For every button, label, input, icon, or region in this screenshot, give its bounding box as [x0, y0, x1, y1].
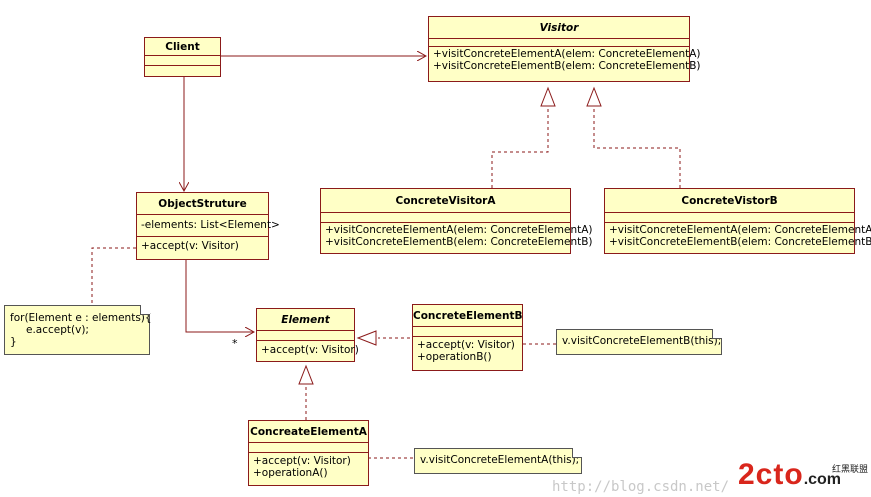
watermark-url: http://blog.csdn.net/	[552, 479, 730, 495]
element-operations: +accept(v: Visitor)	[257, 341, 359, 357]
operation: +visitConcreteElementA(elem: ConcreteEle…	[609, 224, 871, 236]
loop-note-connector	[91, 247, 136, 305]
concrete-element-b-operations: +accept(v: Visitor) +operationB()	[413, 337, 522, 364]
note-line: v.visitConcreteElementB(this);	[562, 335, 722, 347]
operation: +accept(v: Visitor)	[253, 455, 351, 467]
note-fold-icon	[572, 448, 582, 458]
class-client[interactable]: Client	[144, 37, 221, 77]
note-element-b[interactable]: v.visitConcreteElementB(this);	[556, 329, 722, 355]
concrete-visitor-b-operations: +visitConcreteElementA(elem: ConcreteEle…	[605, 223, 871, 249]
visitor-a-triangle	[540, 86, 556, 107]
visitor-operations: +visitConcreteElementA(elem: ConcreteEle…	[429, 47, 701, 73]
client-operations	[145, 66, 220, 76]
object-structure-operations: +accept(v: Visitor)	[137, 237, 268, 253]
class-concrete-visitor-a[interactable]: ConcreteVisitorA +visitConcreteElementA(…	[320, 188, 593, 254]
class-visitor[interactable]: Visitor +visitConcreteElementA(elem: Con…	[428, 16, 701, 82]
brand-logo: 2cto.com	[738, 458, 841, 492]
note-line: e.accept(v);	[26, 324, 89, 336]
operation: +visitConcreteElementB(elem: ConcreteEle…	[325, 236, 593, 248]
class-concreate-element-a[interactable]: ConcreateElementA +accept(v: Visitor) +o…	[248, 420, 369, 486]
class-name: ObjectStruture	[137, 193, 268, 215]
class-object-structure[interactable]: ObjectStruture -elements: List<Element> …	[136, 192, 280, 260]
concrete-visitor-a-operations: +visitConcreteElementA(elem: ConcreteEle…	[321, 223, 593, 249]
multiplicity-label: *	[232, 337, 238, 350]
operation: +visitConcreteElementA(elem: ConcreteEle…	[433, 48, 701, 60]
operation: +operationA()	[253, 467, 328, 479]
class-name: ConcreateElementA	[249, 421, 368, 443]
concrete-visitor-a-attributes	[321, 213, 570, 223]
class-name: ConcreteElementB	[413, 305, 523, 327]
visitor-a-realization	[491, 106, 549, 188]
concreate-element-a-operations: +accept(v: Visitor) +operationA()	[249, 453, 368, 480]
class-concrete-visitor-b[interactable]: ConcreteVistorB +visitConcreteElementA(e…	[604, 188, 871, 254]
note-line: for(Element e : elements){	[10, 312, 152, 324]
operation: +operationB()	[417, 351, 492, 363]
concrete-element-b-attributes	[413, 327, 522, 337]
note-loop[interactable]: for(Element e : elements){ e.accept(v); …	[4, 305, 152, 355]
operation: +visitConcreteElementB(elem: ConcreteEle…	[609, 236, 871, 248]
visitor-b-realization	[593, 106, 681, 188]
operation: +visitConcreteElementB(elem: ConcreteEle…	[433, 60, 701, 72]
note-fold-icon	[140, 305, 150, 315]
concrete-visitor-b-attributes	[605, 213, 854, 223]
brand-cn: 红黑联盟	[832, 464, 869, 474]
operation: +accept(v: Visitor)	[141, 240, 239, 252]
brand-suffix: .com	[803, 471, 842, 488]
class-name: ConcreteVistorB	[605, 189, 854, 213]
class-name: Client	[145, 38, 220, 56]
note-line: }	[10, 336, 17, 348]
element-a-triangle	[298, 364, 314, 385]
visitor-attributes	[429, 39, 689, 47]
operation: +accept(v: Visitor)	[261, 344, 359, 356]
concreate-element-a-attributes	[249, 443, 368, 453]
element-b-triangle	[356, 330, 377, 346]
visitor-b-triangle	[586, 86, 602, 107]
class-name: ConcreteVisitorA	[321, 189, 570, 213]
class-element[interactable]: Element +accept(v: Visitor)	[256, 308, 359, 362]
note-element-a[interactable]: v.visitConcreteElementA(this);	[414, 448, 582, 474]
operation: +visitConcreteElementA(elem: ConcreteEle…	[325, 224, 593, 236]
object-structure-attributes: -elements: List<Element>	[137, 215, 280, 237]
note-line: v.visitConcreteElementA(this);	[420, 454, 580, 466]
operation: +accept(v: Visitor)	[417, 339, 515, 351]
class-name: Visitor	[429, 17, 689, 39]
attribute: -elements: List<Element>	[141, 219, 280, 231]
class-name: Element	[257, 309, 354, 331]
client-attributes	[145, 56, 220, 66]
brand-text: 2cto	[738, 458, 804, 491]
class-concrete-element-b[interactable]: ConcreteElementB +accept(v: Visitor) +op…	[412, 304, 523, 371]
element-attributes	[257, 331, 354, 341]
objectstructure-element-association	[185, 260, 254, 332]
note-fold-icon	[712, 329, 722, 339]
